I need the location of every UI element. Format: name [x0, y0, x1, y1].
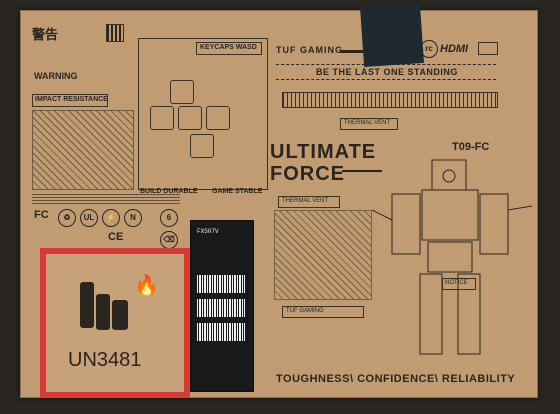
tuf-small-text: TUF GAMING	[286, 308, 324, 314]
flame-icon: 🔥	[134, 275, 159, 297]
tape-sticker	[359, 2, 425, 68]
battery-icon-1	[80, 282, 94, 328]
impact-label-frame	[32, 94, 108, 107]
barcode-3	[197, 323, 245, 341]
thermal-vent-1-frame	[340, 118, 398, 130]
compliance-text-block	[32, 192, 180, 204]
laptop-box: 警告 WARNING IMPACT RESISTANCE KEYCAPS WAS…	[20, 10, 538, 398]
notice-frame	[442, 278, 476, 290]
battery-icon-3	[112, 300, 128, 330]
robot-illustration	[372, 159, 532, 355]
model-code-text: FX507V	[197, 228, 219, 235]
keycaps-label-frame	[196, 42, 262, 55]
keycap-d	[206, 106, 230, 130]
ce-mark: CE	[108, 231, 124, 243]
battery-icon-2	[96, 294, 110, 330]
impact-text: IMPACT RESISTANCE	[35, 96, 108, 103]
tuf-small-frame	[282, 306, 364, 318]
thermal-vent-2-frame	[278, 196, 340, 208]
nom-icon: N	[124, 209, 142, 227]
keycap-z	[190, 134, 214, 158]
un-number-text: UN3481	[68, 349, 142, 371]
energy-icon: ⚡	[102, 209, 120, 227]
hdmi-logo: HDMI	[440, 43, 469, 55]
keycaps-text: KEYCAPS WASD	[200, 44, 257, 51]
warning-text: WARNING	[34, 71, 78, 81]
build-text: BUILD DURABLE	[140, 188, 198, 195]
battery-hazard-label: 🔥 UN3481	[40, 248, 190, 398]
keycap-w	[170, 80, 194, 104]
tuf-gaming-text: TUF GAMING	[276, 45, 343, 55]
recycle-icon: ♻	[58, 209, 76, 227]
title-line1: ULTIMATE	[270, 141, 377, 163]
notice-text: NOTICE	[445, 280, 468, 286]
tagline-text: BE THE LAST ONE STANDING	[316, 67, 458, 77]
laptop-side-illustration	[282, 92, 498, 108]
weee-icon: ⌫	[160, 231, 178, 249]
fc-logo: FC	[34, 209, 49, 221]
qr-code-icon	[106, 24, 124, 42]
impact-illustration	[32, 110, 134, 190]
thermal-vent-1-text: THERMAL VENT	[344, 120, 391, 126]
title-line2: FORCE	[270, 163, 345, 185]
keycap-a	[150, 106, 174, 130]
keycap-s	[178, 106, 202, 130]
six-icon: 6	[160, 209, 178, 227]
hdmi-port-icon	[478, 42, 498, 55]
vent-illustration	[274, 210, 372, 300]
product-label: FX507V	[190, 220, 254, 392]
thermal-vent-2-text: THERMAL VENT	[282, 198, 329, 204]
game-text: GAME STABLE	[212, 188, 263, 195]
slogan-text: TOUGHNESS\ CONFIDENCE\ RELIABILITY	[276, 373, 516, 385]
title-rule	[342, 170, 382, 172]
model-text: T09-FC	[452, 141, 490, 153]
keycaps-panel	[138, 38, 268, 190]
barcode-1	[197, 275, 245, 293]
ul-mark-icon: UL	[80, 209, 98, 227]
warning-cjk-text: 警告	[32, 27, 59, 42]
barcode-2	[197, 299, 245, 317]
